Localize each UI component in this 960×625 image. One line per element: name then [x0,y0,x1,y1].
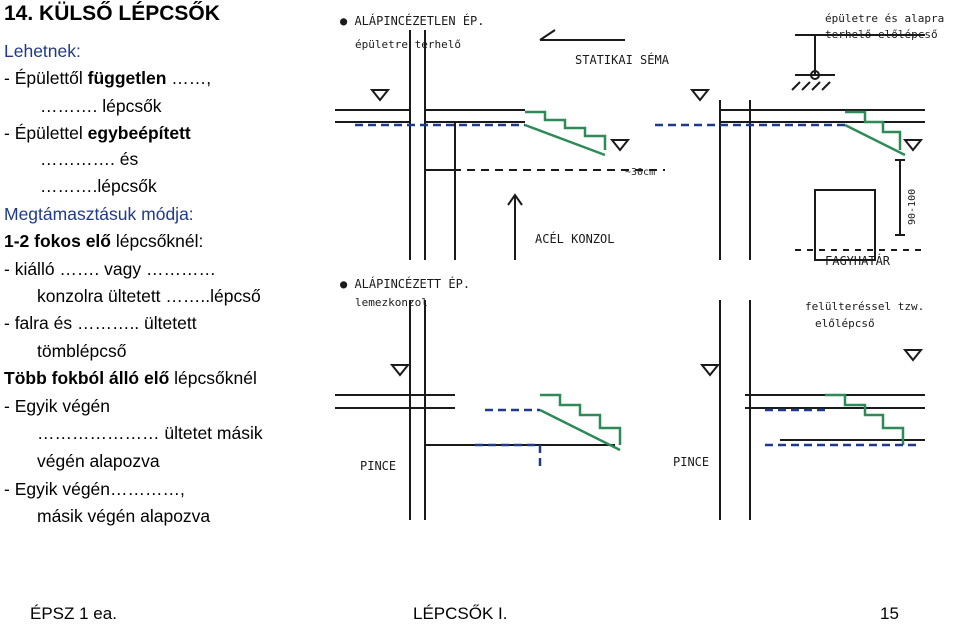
text-line-l18: másik végén alapozva [37,505,347,527]
text-fragment: tömblépcső [37,341,127,361]
text-fragment: független [87,68,167,88]
label-pince-left: PINCE [360,459,396,473]
slide-title: 14. KÜLSŐ LÉPCSŐK [4,2,220,25]
text-fragment: Lehetnek: [4,41,81,61]
text-line-l1: Lehetnek: [4,40,314,62]
text-fragment: másik végén alapozva [37,506,211,526]
stair-sketch: ● ALÁPINCÉZETLEN ÉP. épületre terhelő ST… [335,12,944,520]
text-fragment: lépcsőknél: [110,231,204,251]
text-line-l16: végén alapozva [37,450,347,472]
text-fragment: ……….lépcsők [40,176,157,196]
text-line-l8: 1-2 fokos elő lépcsőknél: [4,230,314,252]
text-fragment: - Épülettől [4,68,88,88]
label-30cm: ~30cm [625,167,655,178]
footer-page-number: 15 [880,604,899,623]
text-fragment: - kiálló ……. vagy ………… [4,259,216,279]
text-line-l9: - kiálló ……. vagy ………… [4,258,314,280]
label-lemezkonzol: lemezkonzol [355,296,428,309]
text-fragment: ………………… ültetet másik [37,423,263,443]
text-line-l11: - falra és ……….. ültetett [4,312,314,334]
text-fragment: …………. és [40,149,139,169]
text-line-l10: konzolra ültetett ……..lépcső [37,285,347,307]
label-statikai-sema: STATIKAI SÉMA [575,52,670,67]
label-epuletre-terhelo: épületre terhelő [355,38,461,51]
text-line-l14: - Egyik végén [4,395,314,417]
text-line-l4: - Épülettel egybeépített [4,122,314,144]
text-line-l6: ……….lépcsők [40,175,350,197]
label-pince-right: PINCE [673,455,709,469]
label-acel-konzol: ACÉL KONZOL [535,231,614,246]
text-fragment: ……, [166,68,212,88]
text-fragment: - Egyik végén…………, [4,479,185,499]
text-fragment: - Egyik végén [4,396,111,416]
text-line-l17: - Egyik végén…………, [4,478,314,500]
text-fragment: ………. lépcsők [40,96,162,116]
label-alapincezetlen: ● ALÁPINCÉZETLEN ÉP. [340,13,485,28]
label-alapincezett: ● ALÁPINCÉZETT ÉP. [340,276,470,291]
text-line-l3: ………. lépcsők [40,95,350,117]
text-fragment: 1-2 fokos elő [4,231,111,251]
text-fragment: egybeépített [87,123,191,143]
label-terhelo-elolepcso: terhelő előlépcső [825,28,938,41]
text-fragment: Megtámasztásuk módja: [4,204,194,224]
text-fragment: - falra és ……….. ültetett [4,313,197,333]
text-line-l5: …………. és [40,148,350,170]
text-fragment: lépcsőknél [169,368,257,388]
text-fragment: konzolra ültetett ……..lépcső [37,286,261,306]
text-line-l15: ………………… ültetet másik [37,422,347,444]
text-fragment: - Épülettel [4,123,88,143]
label-fagyhatar: FAGYHATÁR [825,253,891,268]
label-felulteressel: felülteréssel tzw. [805,300,924,313]
label-90-100: 90-100 [907,189,918,225]
text-line-l2: - Épülettől független ……, [4,67,314,89]
text-fragment: végén alapozva [37,451,160,471]
text-line-l7: Megtámasztásuk módja: [4,203,314,225]
text-fragment: Több fokból álló elő [4,368,170,388]
label-epuletre-es-alapra: épületre és alapra [825,12,944,25]
text-line-l13: Több fokból álló elő lépcsőknél [4,367,314,389]
footer-topic: LÉPCSŐK I. [413,604,508,623]
label-elolepcso: előlépcső [815,317,875,330]
text-line-l12: tömblépcső [37,340,347,362]
footer-course: ÉPSZ 1 ea. [30,604,117,623]
